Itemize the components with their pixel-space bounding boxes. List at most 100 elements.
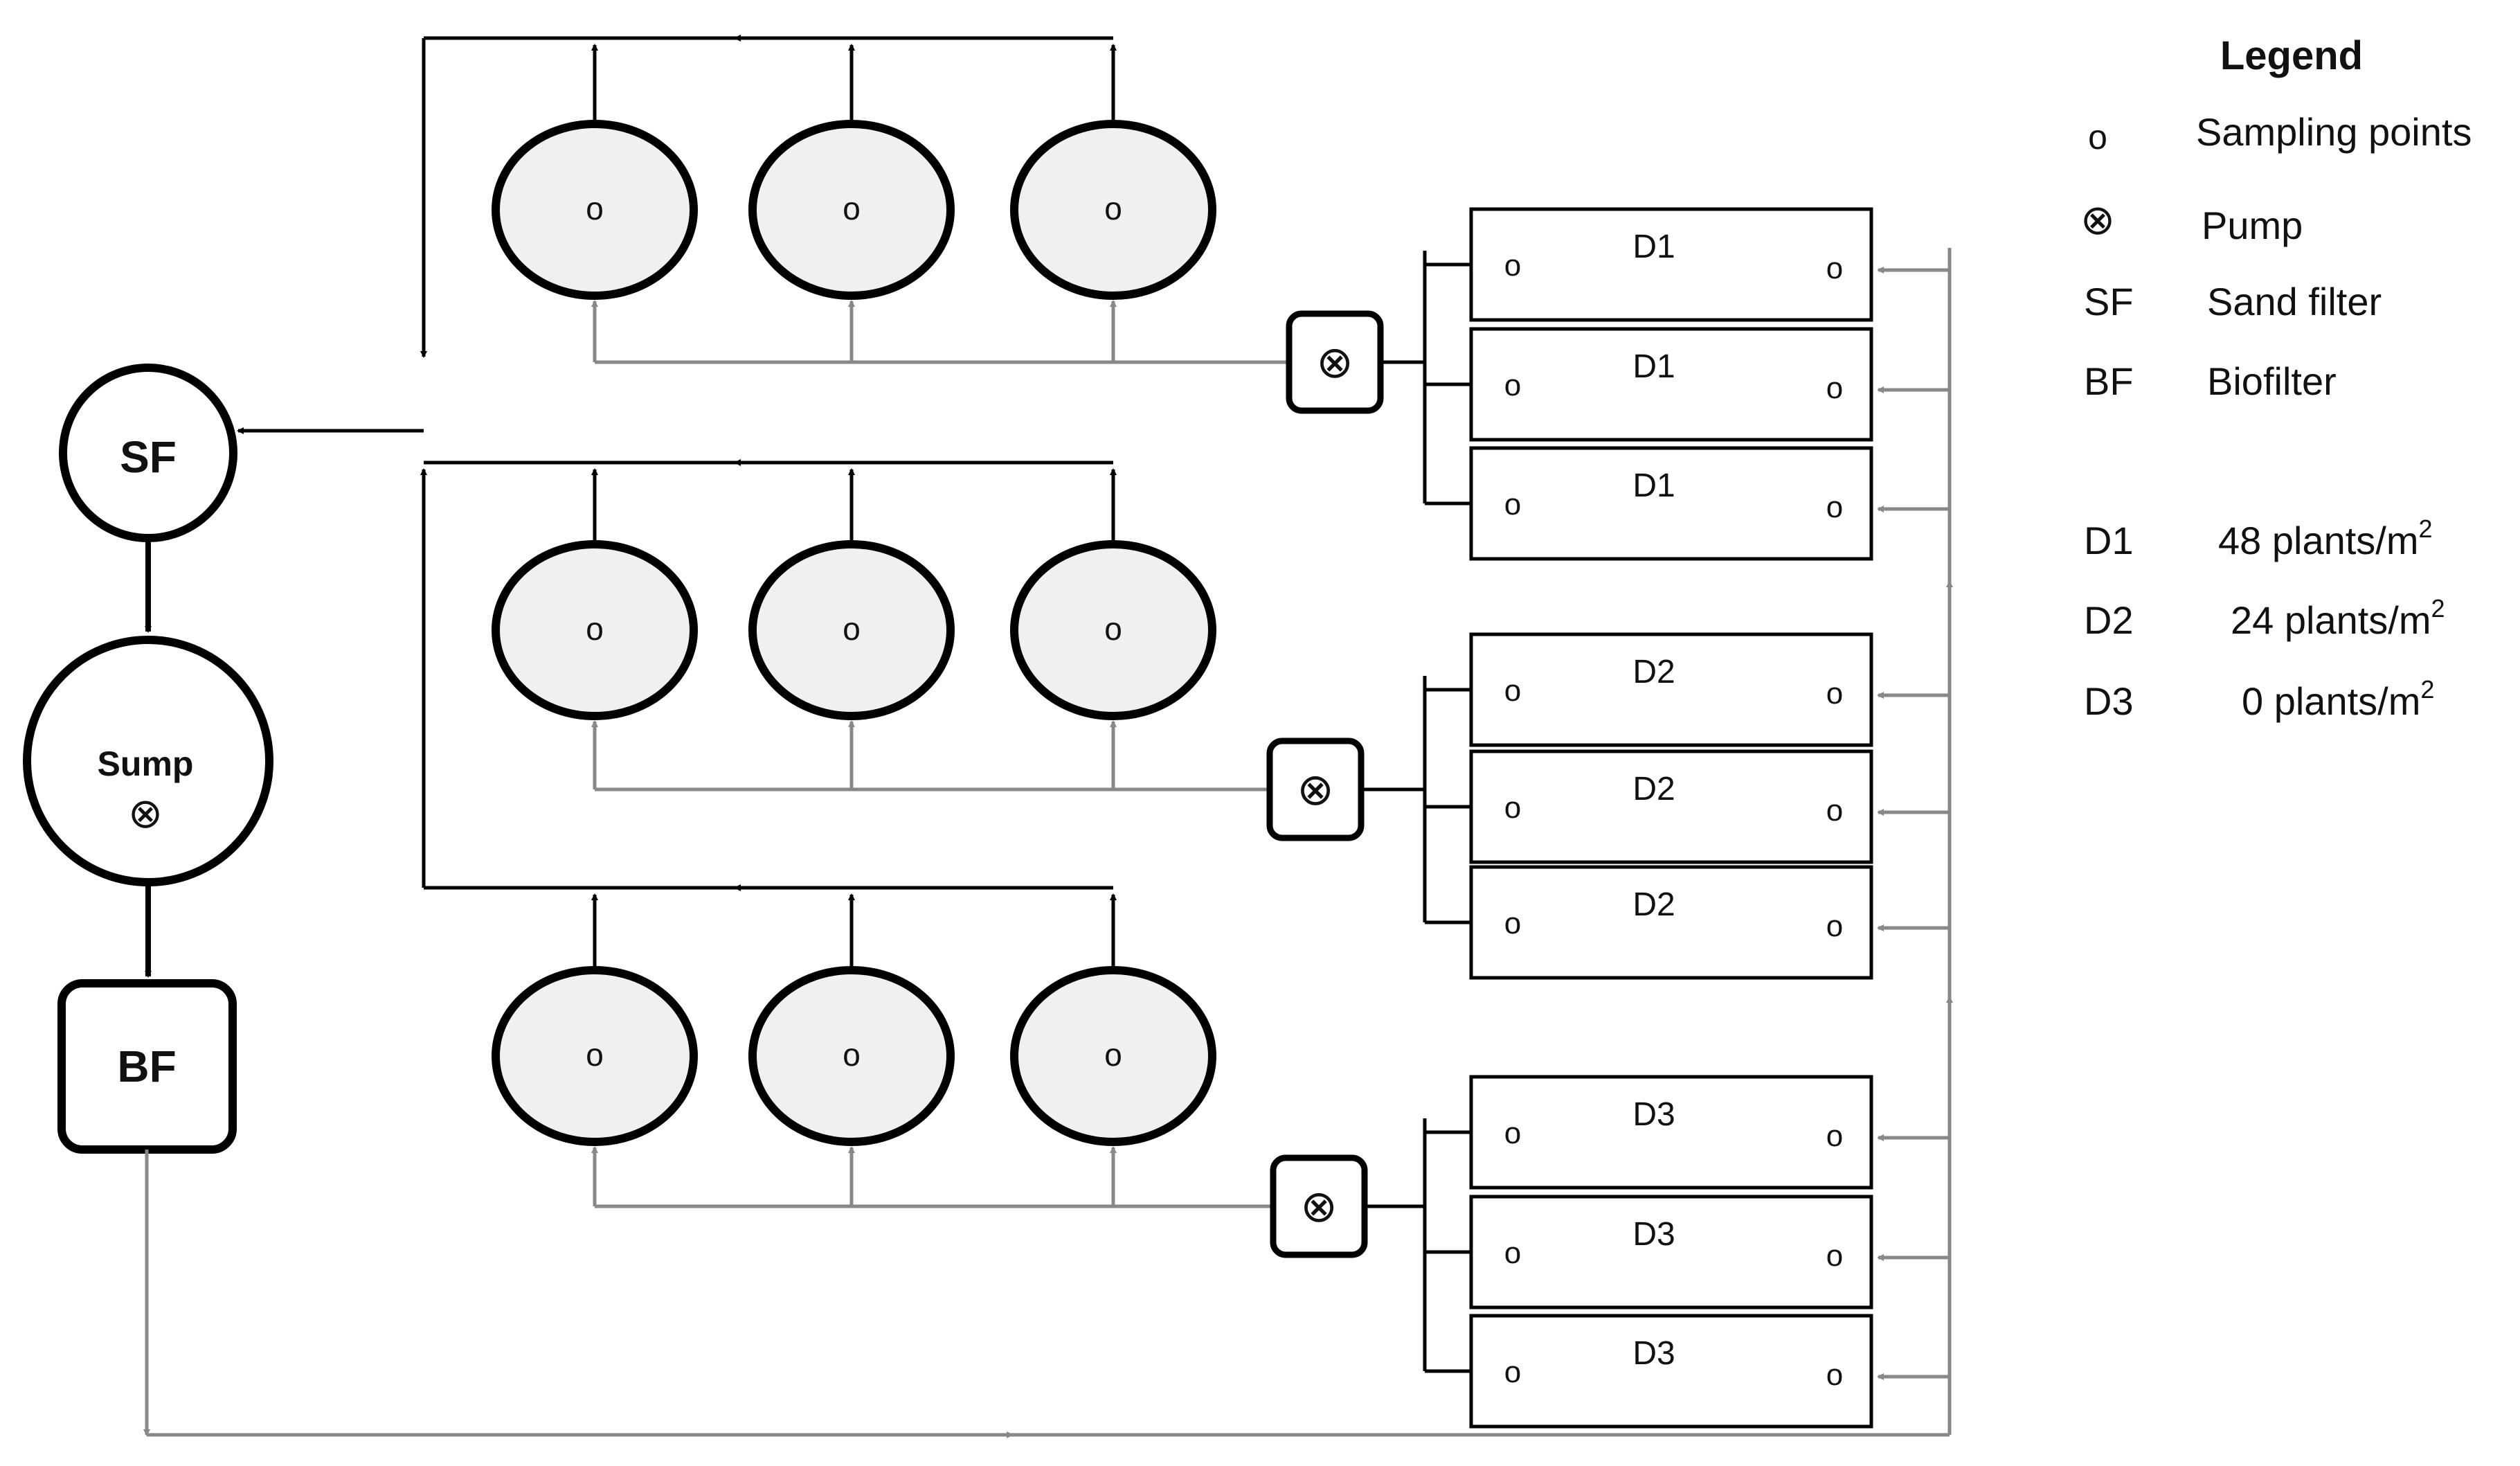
legend-title: Legend [2220,33,2363,78]
sampling-point-icon: o [843,611,861,647]
pump-icon: ⊗ [1297,765,1334,814]
legend-bf-key: BF [2084,359,2134,403]
grow-bed-label: D2 [1632,654,1675,690]
sampling-point-icon: o [1826,251,1843,285]
sampling-point-icon: o [1504,488,1521,521]
sump: Sump ⊗ [23,636,273,886]
legend-d3-key: D3 [2084,679,2134,723]
fish-tank: o [492,893,698,1206]
grow-bed-box [1469,207,1873,322]
fish-tank: o [748,893,955,1206]
grow-bed-box [1469,446,1873,561]
pump-icon: ⊗ [1316,337,1353,387]
sampling-point-icon: o [1504,1355,1521,1389]
grow-bed-box [1469,1075,1873,1190]
sampling-point-icon: o [586,1037,604,1073]
grow-bed: D1 o o [1425,207,1950,322]
legend-item-biofilter: BF Biofilter [2084,359,2337,403]
legend-d2-value: 24 plants/m2 [2231,594,2445,642]
grow-bed-label: D1 [1632,348,1675,385]
legend-d1-key: D1 [2084,519,2134,562]
fish-tank-body [748,540,955,720]
biofilter: BF [57,979,237,1154]
sampling-point-icon: o [1826,1239,1843,1273]
legend-item-sand-filter: SF Sand filter [2084,280,2382,323]
grow-bed-label: D1 [1632,229,1675,265]
grow-bed-box [1469,632,1873,747]
pump-icon: ⊗ [1300,1181,1338,1231]
grow-bed-box [1469,327,1873,442]
legend-item-sampling: o Sampling points [2088,110,2472,157]
fish-tank: o [1010,893,1216,1206]
grow-bed-label: D1 [1632,467,1675,504]
pump: ⊗ [1266,738,1365,841]
fish-tank-body [1010,966,1216,1146]
main-piping [143,38,1953,1438]
sampling-point-icon: o [1504,791,1521,825]
sand-filter: SF [59,364,237,542]
legend-d3-value: 0 plants/m2 [2242,675,2434,723]
sampling-point-icon: o [1104,1037,1122,1073]
grow-bed: D3 o o [1425,1075,1950,1190]
grow-bed: D3 o o [1425,1314,1950,1429]
grow-bed: D2 o o [1425,632,1950,747]
fish-tank-body [1010,120,1216,300]
legend-density-d2: D2 24 plants/m2 [2084,594,2445,642]
grow-bed-box [1469,1195,1873,1309]
sampling-point-icon: o [843,1037,861,1073]
fish-tank: o [1010,468,1216,789]
sampling-point-icon: o [1826,1358,1843,1392]
fish-tank-body [492,966,698,1146]
legend-sf-text: Sand filter [2207,280,2382,323]
sump-label: Sump [98,744,194,783]
fish-tank: o [492,468,698,789]
fish-tank: o [1010,44,1216,362]
fish-tank: o [492,44,698,362]
grow-bed-label: D2 [1632,886,1675,923]
grow-bed-label: D3 [1632,1096,1675,1133]
sampling-point-icon: o [1826,677,1843,710]
sand-filter-label: SF [120,432,177,482]
fish-tank-body [748,120,955,300]
grow-bed: D1 o o [1425,327,1950,442]
legend-pump-text: Pump [2202,204,2303,247]
fish-tank-body [1010,540,1216,720]
grow-bed-box [1469,1314,1873,1429]
grow-bed-label: D3 [1632,1335,1675,1372]
legend-sampling-icon: o [2088,118,2107,157]
fish-tank-body [492,120,698,300]
fish-tank-body [748,966,955,1146]
legend: Legend o Sampling points ⊗ Pump SF Sand … [2080,33,2472,723]
legend-density-d3: D3 0 plants/m2 [2084,675,2434,723]
sampling-point-icon: o [1504,368,1521,402]
sampling-point-icon: o [1504,906,1521,940]
pump: ⊗ [1286,310,1384,414]
sampling-point-icon: o [1104,190,1122,226]
legend-d1-value: 48 plants/m2 [2218,515,2433,562]
sampling-point-icon: o [1504,1116,1521,1150]
legend-bf-text: Biofilter [2207,359,2337,403]
grow-bed: D2 o o [1425,865,1950,980]
sampling-point-icon: o [843,190,861,226]
sampling-point-icon: o [1826,371,1843,405]
sampling-point-icon: o [586,190,604,226]
sampling-point-icon: o [1826,1119,1843,1153]
fish-tank-body [492,540,698,720]
sampling-point-icon: o [1826,909,1843,943]
sump-pump-icon: ⊗ [128,790,163,837]
sampling-point-icon: o [1826,794,1843,828]
sampling-point-icon: o [586,611,604,647]
sampling-point-icon: o [1504,249,1521,283]
sampling-point-icon: o [1504,674,1521,708]
sampling-point-icon: o [1104,611,1122,647]
grow-bed-box [1469,865,1873,980]
legend-density-d1: D1 48 plants/m2 [2084,515,2433,562]
fish-tank: o [748,44,955,362]
